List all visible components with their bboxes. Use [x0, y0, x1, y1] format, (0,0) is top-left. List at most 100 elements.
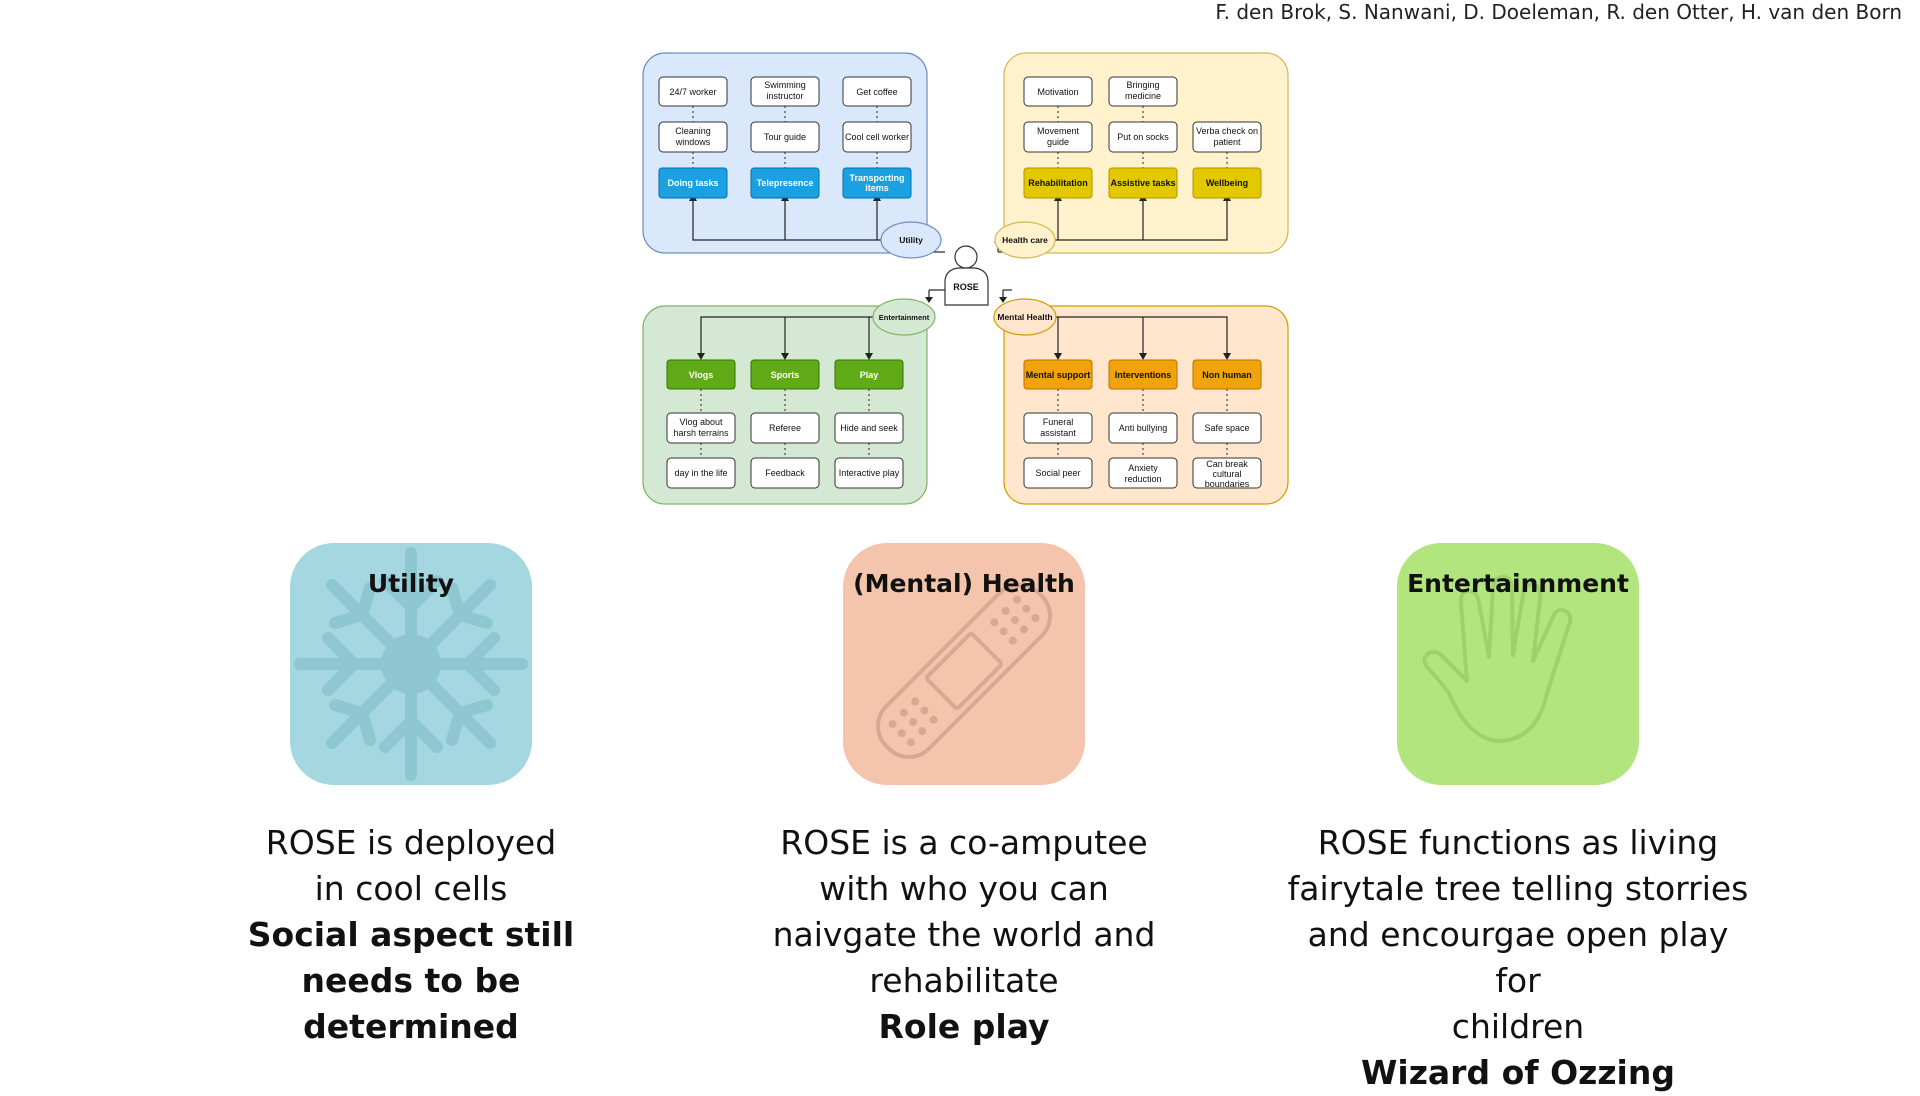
- item-label: Verba check on: [1196, 126, 1258, 136]
- quadrant-mental: Mental support Interventions Non human F…: [1022, 316, 1262, 489]
- description-bold-line: Social aspect still: [247, 915, 575, 954]
- category-label: Play: [860, 370, 879, 380]
- item-label: Tour guide: [764, 132, 806, 142]
- category-label: Wellbeing: [1206, 178, 1248, 188]
- category-label: Telepresence: [757, 178, 814, 188]
- item-label: Vlog about: [679, 417, 723, 427]
- item-label: assistant: [1040, 428, 1076, 438]
- hub-entertainment: [872, 298, 936, 336]
- category-label: Doing tasks: [667, 178, 718, 188]
- description-health: ROSE is a co-amputee with who you can na…: [729, 820, 1199, 1050]
- hub-health-label: Health care: [1002, 235, 1048, 245]
- item-label: 24/7 worker: [669, 87, 716, 97]
- category-non-human: [1192, 359, 1262, 390]
- description-utility: ROSE is deployed in cool cells Social as…: [176, 820, 646, 1050]
- category-label: items: [865, 183, 889, 193]
- description-line: rehabilitate: [869, 961, 1059, 1000]
- category-label: Transporting: [849, 173, 904, 183]
- category-label: Interventions: [1115, 370, 1172, 380]
- item-label: Safe space: [1204, 423, 1249, 433]
- description-line: naivgate the world and: [772, 915, 1156, 954]
- item-label: boundaries: [1205, 479, 1250, 489]
- rose-use-case-diagram: 24/7 worker Swimming instructor Get coff…: [642, 52, 1289, 505]
- description-line: ROSE is deployed: [265, 823, 557, 862]
- category-label: Assistive tasks: [1110, 178, 1175, 188]
- item-label: Put on socks: [1117, 132, 1169, 142]
- authors-credit: F. den Brok, S. Nanwani, D. Doeleman, R.…: [1215, 0, 1902, 24]
- quadrant-entertainment: Vlogs Sports Play Vlog about harsh terra…: [666, 316, 904, 489]
- category-interventions: [1108, 359, 1178, 390]
- bandage-icon: [876, 583, 1052, 759]
- hub-mental: [993, 298, 1057, 336]
- category-play: [834, 359, 904, 390]
- item-label: Hide and seek: [840, 423, 898, 433]
- description-line: children: [1451, 1007, 1585, 1046]
- description-line: and encourgae open play for: [1307, 915, 1729, 1000]
- category-sports: [750, 359, 820, 390]
- description-line: ROSE is a co-amputee: [780, 823, 1148, 862]
- item-label: reduction: [1124, 474, 1161, 484]
- quadrant-mental-bg: [1003, 305, 1289, 505]
- hub-health: [994, 221, 1056, 259]
- item-label: Funeral: [1043, 417, 1074, 427]
- rose-head: [954, 245, 978, 269]
- category-label: Sports: [771, 370, 800, 380]
- quadrant-health: Motivation Bringing medicine Movement gu…: [1022, 76, 1262, 241]
- item-label: Anti bullying: [1119, 423, 1168, 433]
- category-transporting-items: [842, 167, 912, 199]
- item-label: harsh terrains: [673, 428, 729, 438]
- item-label: Movement: [1037, 126, 1080, 136]
- item-label: windows: [675, 137, 711, 147]
- category-mental-support: [1023, 359, 1093, 390]
- rose-center: ROSE Utility Health care Entertainment M…: [872, 221, 1057, 336]
- item-label: Swimming: [764, 80, 806, 90]
- hub-mental-label: Mental Health: [997, 312, 1052, 322]
- hub-utility-label: Utility: [899, 235, 923, 245]
- category-label: Mental support: [1026, 370, 1091, 380]
- rose-body: [944, 267, 989, 306]
- description-bold-line: determined: [303, 1007, 519, 1046]
- category-assistive-tasks: [1108, 167, 1178, 199]
- item-label: Interactive play: [839, 468, 900, 478]
- item-label: cultural: [1212, 469, 1241, 479]
- item-label: Feedback: [765, 468, 805, 478]
- category-doing-tasks: [658, 167, 728, 199]
- panel-health-title: (Mental) Health: [853, 569, 1075, 598]
- item-label: patient: [1213, 137, 1241, 147]
- category-telepresence: [750, 167, 820, 199]
- item-label: Anxiety: [1128, 463, 1158, 473]
- item-label: Social peer: [1035, 468, 1080, 478]
- panel-utility-title: Utility: [367, 569, 455, 598]
- category-label: Vlogs: [689, 370, 714, 380]
- item-label: Motivation: [1037, 87, 1078, 97]
- description-line: in cool cells: [314, 869, 508, 908]
- item-label: Referee: [769, 423, 801, 433]
- description-bold-line: Wizard of Ozzing: [1361, 1053, 1675, 1092]
- item-label: instructor: [766, 91, 803, 101]
- panel-entertainment-title: Entertainnment: [1407, 569, 1629, 598]
- category-vlogs: [666, 359, 736, 390]
- description-bold-line: needs to be: [301, 961, 521, 1000]
- item-label: Get coffee: [856, 87, 897, 97]
- description-entertainment: ROSE functions as living fairytale tree …: [1283, 820, 1753, 1096]
- rose-label: ROSE: [953, 282, 979, 292]
- item-label: Bringing: [1126, 80, 1159, 90]
- item-label: Cleaning: [675, 126, 711, 136]
- description-line: ROSE functions as living: [1317, 823, 1719, 862]
- category-wellbeing: [1192, 167, 1262, 199]
- item-label: Cool cell worker: [845, 132, 909, 142]
- item-label: Can break: [1206, 459, 1248, 469]
- panel-entertainment: Entertainnment: [1397, 543, 1639, 785]
- category-label: Rehabilitation: [1028, 178, 1088, 188]
- panel-utility: Utility: [290, 543, 532, 785]
- item-label: day in the life: [674, 468, 727, 478]
- snowflake-icon: [294, 547, 528, 781]
- item-label: medicine: [1125, 91, 1161, 101]
- hand-icon: [1422, 575, 1573, 743]
- hub-entertainment-label: Entertainment: [879, 313, 930, 322]
- description-line: with who you can: [819, 869, 1109, 908]
- description-line: fairytale tree telling storries: [1287, 869, 1749, 908]
- description-bold-line: Role play: [878, 1007, 1050, 1046]
- item-label: guide: [1047, 137, 1069, 147]
- quadrant-utility: 24/7 worker Swimming instructor Get coff…: [658, 76, 912, 241]
